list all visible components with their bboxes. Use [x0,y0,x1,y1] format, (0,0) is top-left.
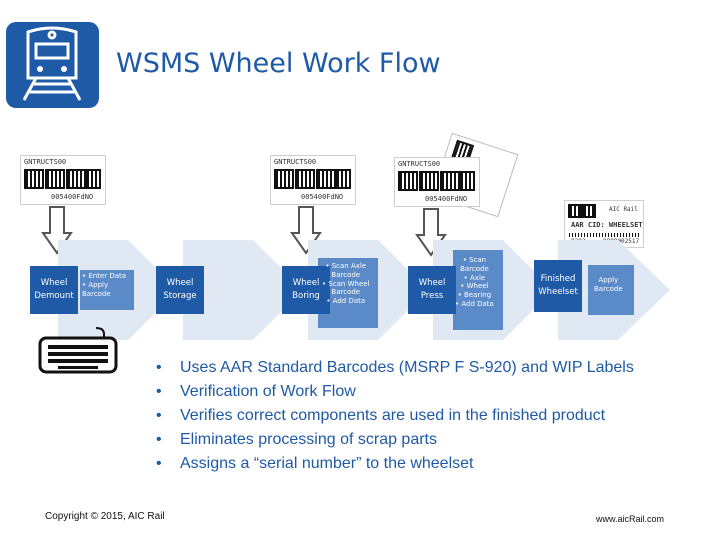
note-panel-4 [588,265,634,315]
keyboard-icon [38,327,118,374]
qr-code-icon [85,169,101,189]
qr-code-icon [568,204,582,218]
barcode-label-card: GNTRUCTS00 005400FdNO [20,155,106,205]
feature-bullet-list: •Uses AAR Standard Barcodes (MSRP F S-92… [156,359,634,479]
flow-arrow-2 [183,240,303,340]
step-note-scan-axle: • Scan Axle Barcode • Scan Wheel Barcode… [322,262,370,305]
bullet-text: Verifies correct components are used in … [180,407,606,424]
bullet-item: •Eliminates processing of scrap parts [156,431,437,448]
qr-code-icon [582,204,596,218]
bullet-text: Eliminates processing of scrap parts [180,431,437,448]
qr-code-icon [440,171,460,191]
bullet-text: Uses AAR Standard Barcodes (MSRP F S-920… [180,359,634,376]
step-note-apply-barcode: Apply Barcode [594,276,623,293]
qr-code-icon [66,169,86,189]
stage-wheel-demount: Wheel Demount [30,266,78,314]
bullet-text: Verification of Work Flow [180,383,356,400]
qr-code-icon [419,171,439,191]
locomotive-icon [22,26,82,101]
bullet-text: Assigns a “serial number” to the wheelse… [180,455,474,472]
stage-wheel-storage: Wheel Storage [156,266,204,314]
bullet-item: •Verifies correct components are used in… [156,407,606,424]
stage-wheel-press: Wheel Press [408,266,456,314]
bullet-item: •Verification of Work Flow [156,383,356,400]
qr-code-icon [335,169,351,189]
train-logo [6,22,99,108]
label-code: GNTRUCTS00 [398,160,441,168]
note-panel-1 [80,270,134,310]
bullet-item: •Assigns a “serial number” to the wheels… [156,455,474,472]
bullet-item: •Uses AAR Standard Barcodes (MSRP F S-92… [156,359,634,376]
page-title: WSMS Wheel Work Flow [116,48,441,79]
wheelset-brand: AIC Rail [609,206,638,213]
label-code-lower: 005400FdNO [301,193,344,201]
qr-code-icon [295,169,315,189]
qr-code-icon [274,169,294,189]
qr-code-icon [398,171,418,191]
step-note-enter-data: • Enter Data • Apply Barcode [82,272,127,298]
label-code-lower: 005400FdNO [425,195,468,203]
step-note-scan-barcode: • Scan Barcode • Axle • Wheel • Bearing … [455,256,494,308]
qr-code-icon [316,169,336,189]
qr-code-icon [459,171,475,191]
qr-code-icon [45,169,65,189]
barcode-label-card: GNTRUCTS00 005400FdNO [394,157,480,207]
barcode-label-card: GNTRUCTS00 005400FdNO [270,155,356,205]
label-code: GNTRUCTS00 [274,158,317,166]
stage-wheel-boring: Wheel Boring [282,266,330,314]
wheelset-row-right: 9999002517 [603,238,640,245]
label-code-lower: 005400FdNO [51,193,94,201]
copyright-notice: Copyright © 2015, AIC Rail [45,511,165,522]
label-code: GNTRUCTS00 [24,158,67,166]
qr-code-icon [24,169,44,189]
note-panel-3 [453,250,503,330]
stage-finished-wheelset: Finished Wheelset [534,260,582,312]
wheelset-title: AAR CID: WHEELSET [571,221,643,229]
barcode-icon [569,233,639,237]
website-link[interactable]: www.aicRail.com [596,514,665,524]
